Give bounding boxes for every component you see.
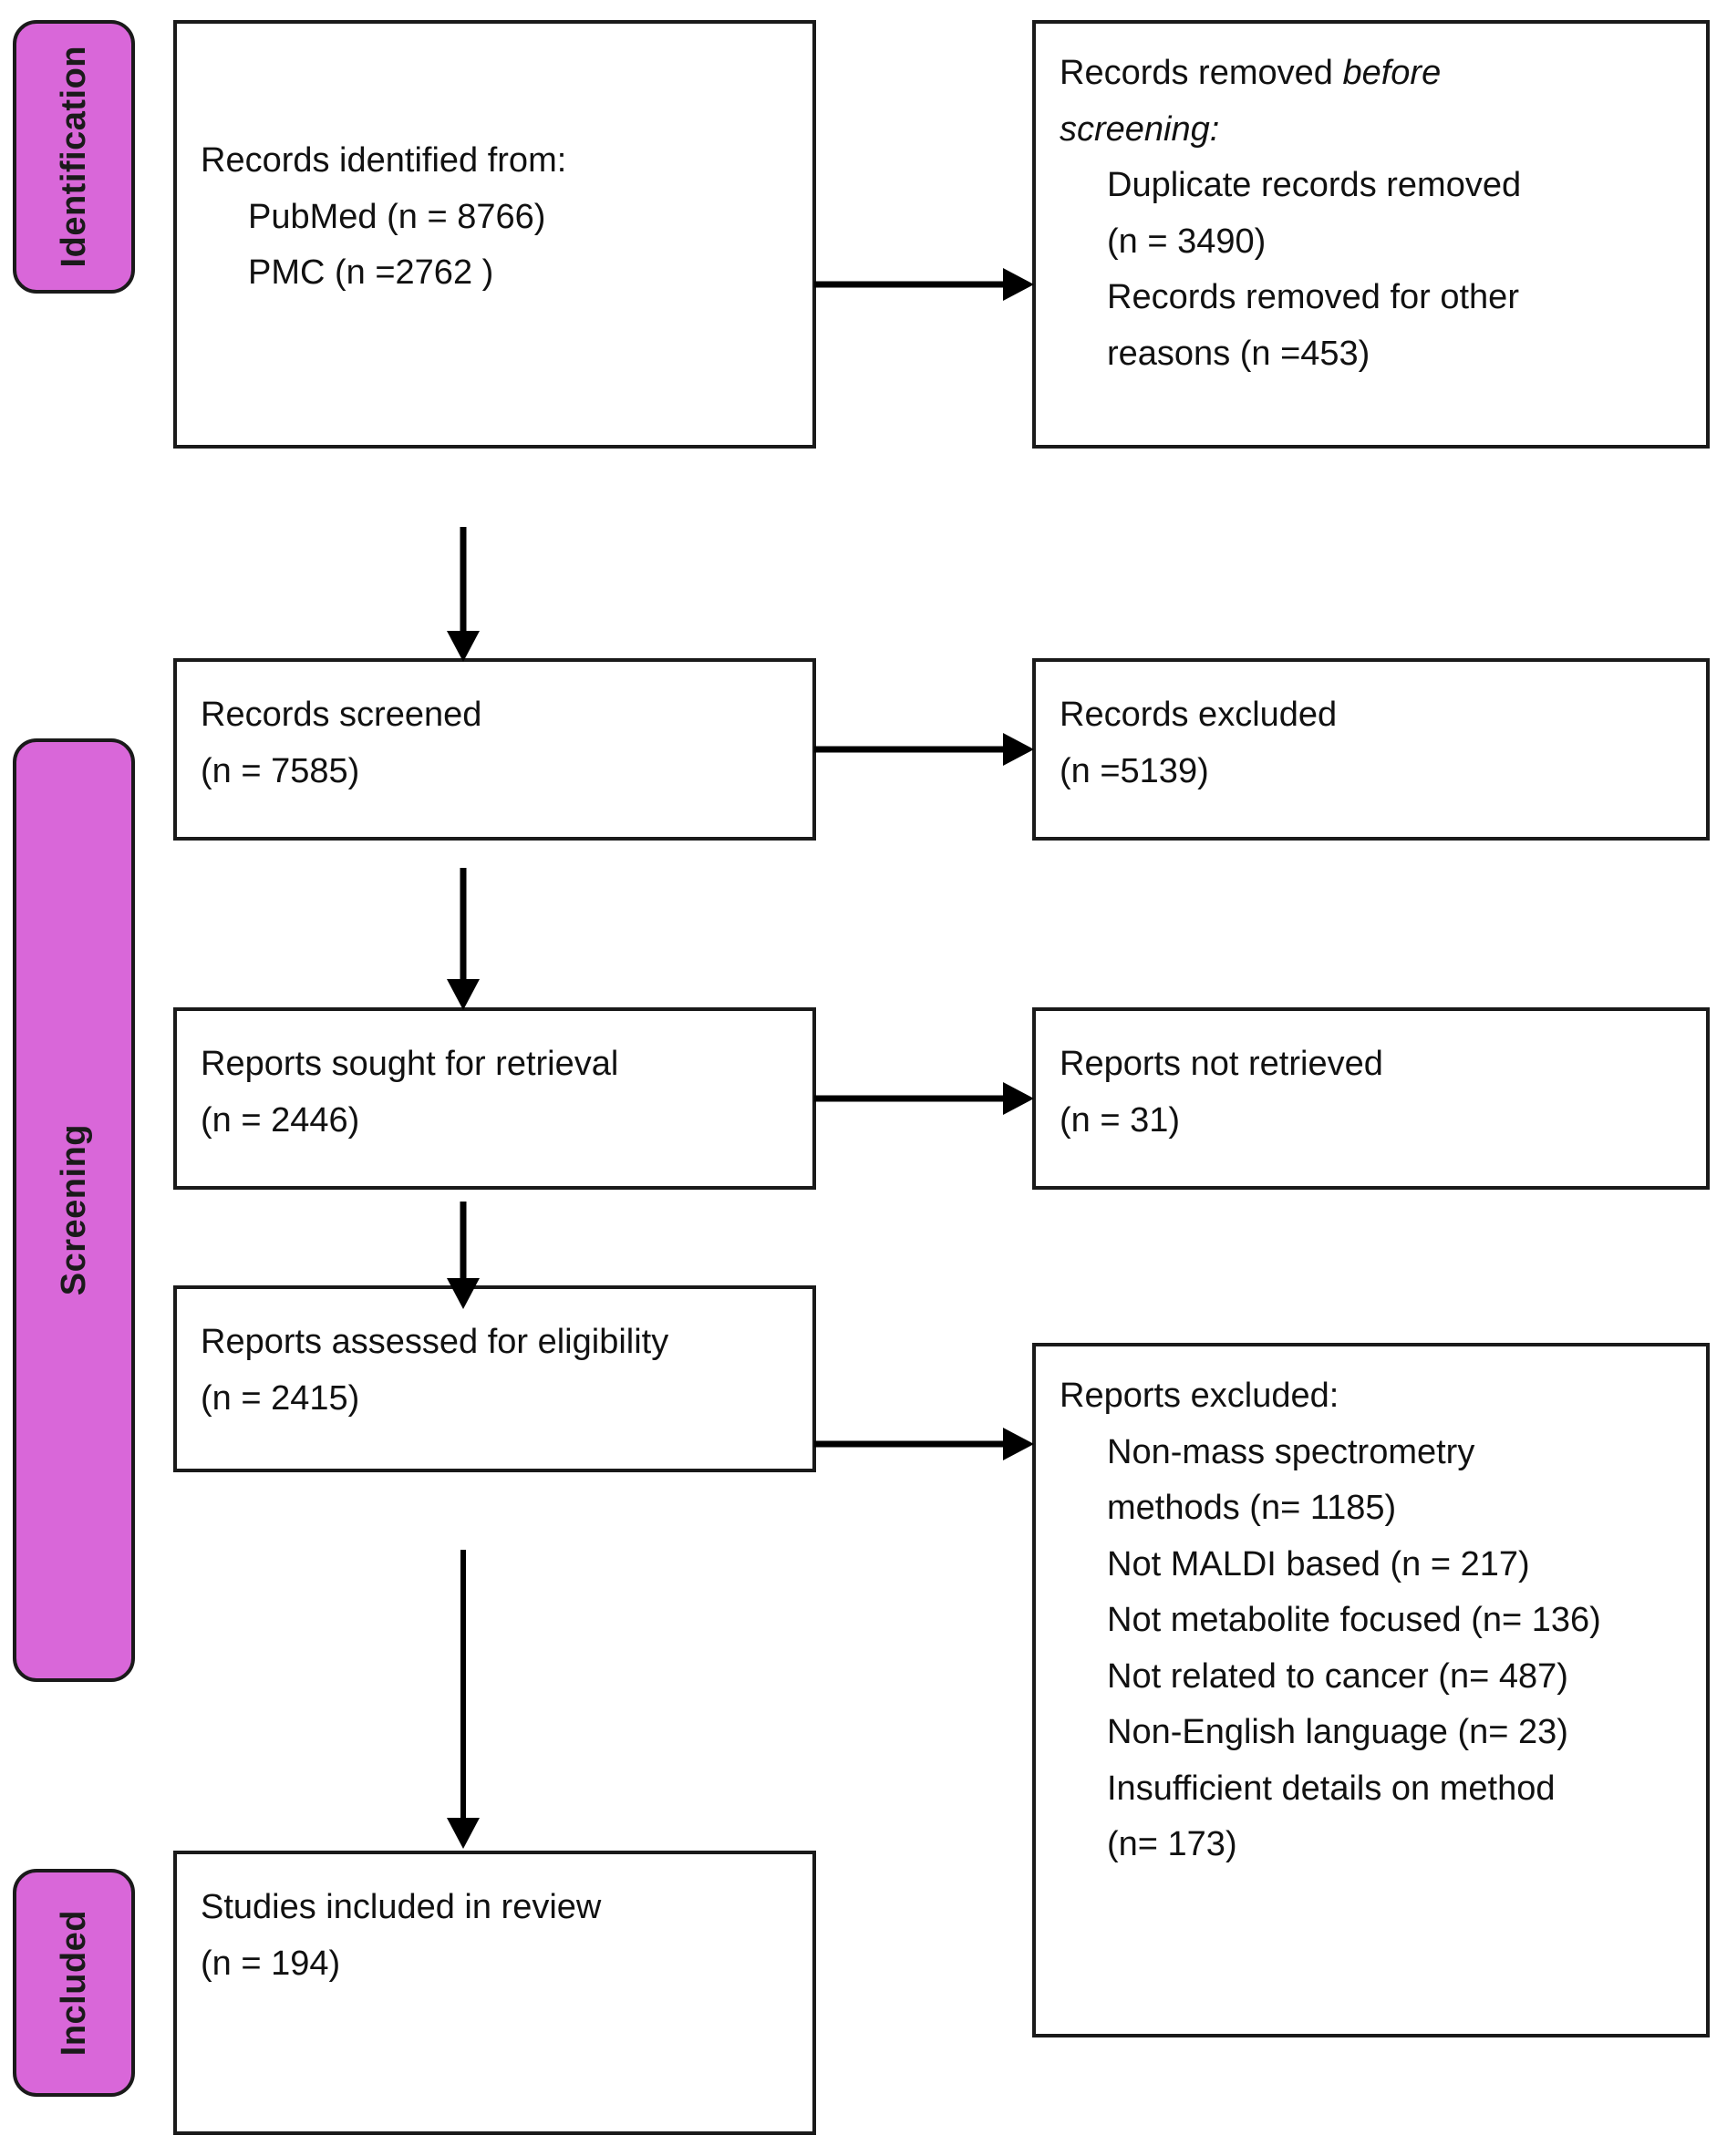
reports-sought-line-0: Reports sought for retrieval <box>201 1045 619 1083</box>
stage-bar-screening: Screening <box>13 738 135 1682</box>
records-screened-line-0: Records screened <box>201 696 482 734</box>
arrow-sought-to-assessed <box>443 1202 483 1311</box>
box-reports-not-retrieved: Reports not retrieved (n = 31) <box>1032 1007 1710 1190</box>
box-studies-included: Studies included in review (n = 194) <box>173 1851 816 2135</box>
box-reports-excluded: Reports excluded: Non-mass spectrometry … <box>1032 1343 1710 2037</box>
arrow-identified-to-screened <box>443 527 483 664</box>
arrow-assessed-to-included <box>443 1550 483 1851</box>
reports-excluded-line-3: Not MALDI based (n = 217) <box>1107 1544 1530 1583</box>
stage-bar-screening-label: Screening <box>54 1124 93 1296</box>
arrow-sought-to-not-retrieved <box>814 1078 1038 1119</box>
reports-excluded-line-6: Non-English language (n= 23) <box>1107 1713 1568 1752</box>
records-removed-line-5: reasons (n =453) <box>1107 334 1370 373</box>
reports-not-retrieved-line-0: Reports not retrieved <box>1060 1045 1383 1083</box>
arrow-screened-to-sought <box>443 868 483 1012</box>
reports-assessed-line-0: Reports assessed for eligibility <box>201 1323 669 1361</box>
reports-excluded-line-4: Not metabolite focused (n= 136) <box>1107 1601 1601 1640</box>
stage-bar-included-label: Included <box>54 1909 93 2057</box>
box-records-screened: Records screened (n = 7585) <box>173 658 816 841</box>
reports-not-retrieved-line-1: (n = 31) <box>1060 1100 1181 1140</box>
records-identified-line-0: Records identified from: <box>201 141 567 180</box>
records-excluded-line-0: Records excluded <box>1060 696 1338 734</box>
box-records-removed-before-screening: Records removed before screening: Duplic… <box>1032 20 1710 449</box>
records-identified-line-1: PubMed (n = 8766) <box>248 197 546 236</box>
stage-bar-included: Included <box>13 1869 135 2097</box>
arrow-screened-to-excluded <box>814 729 1038 769</box>
reports-excluded-line-0: Reports excluded: <box>1060 1377 1339 1415</box>
records-screened-line-1: (n = 7585) <box>201 751 360 790</box>
records-identified-line-2: PMC (n =2762 ) <box>248 253 494 293</box>
reports-assessed-line-1: (n = 2415) <box>201 1378 360 1418</box>
records-removed-line-3: (n = 3490) <box>1107 222 1267 261</box>
records-excluded-line-1: (n =5139) <box>1060 751 1209 790</box>
records-removed-line-0: Records removed before <box>1060 46 1682 102</box>
reports-excluded-line-2: methods (n= 1185) <box>1107 1489 1397 1528</box>
studies-included-line-1: (n = 194) <box>201 1944 341 1983</box>
arrow-assessed-to-excluded <box>814 1424 1038 1464</box>
reports-excluded-line-8: (n= 173) <box>1107 1825 1237 1864</box>
records-removed-line-0-text: Records removed <box>1060 54 1343 92</box>
records-removed-line-1: screening: <box>1060 109 1220 149</box>
reports-excluded-line-1: Non-mass spectrometry <box>1107 1432 1475 1471</box>
records-removed-line-0-italic-run: before <box>1342 54 1442 92</box>
box-reports-sought: Reports sought for retrieval (n = 2446) <box>173 1007 816 1190</box>
stage-bar-identification: Identification <box>13 20 135 294</box>
records-removed-line-4: Records removed for other <box>1107 278 1519 317</box>
stage-bar-identification-label: Identification <box>54 46 93 268</box>
reports-excluded-line-5: Not related to cancer (n= 487) <box>1107 1656 1568 1696</box>
box-records-excluded: Records excluded (n =5139) <box>1032 658 1710 841</box>
reports-excluded-line-7: Insufficient details on method <box>1107 1769 1556 1808</box>
box-reports-assessed: Reports assessed for eligibility (n = 24… <box>173 1285 816 1472</box>
records-removed-line-2: Duplicate records removed <box>1107 166 1522 205</box>
arrow-identified-to-removed <box>814 264 1038 304</box>
box-records-identified: Records identified from: PubMed (n = 876… <box>173 20 816 449</box>
studies-included-line-0: Studies included in review <box>201 1888 602 1926</box>
reports-sought-line-1: (n = 2446) <box>201 1100 360 1140</box>
